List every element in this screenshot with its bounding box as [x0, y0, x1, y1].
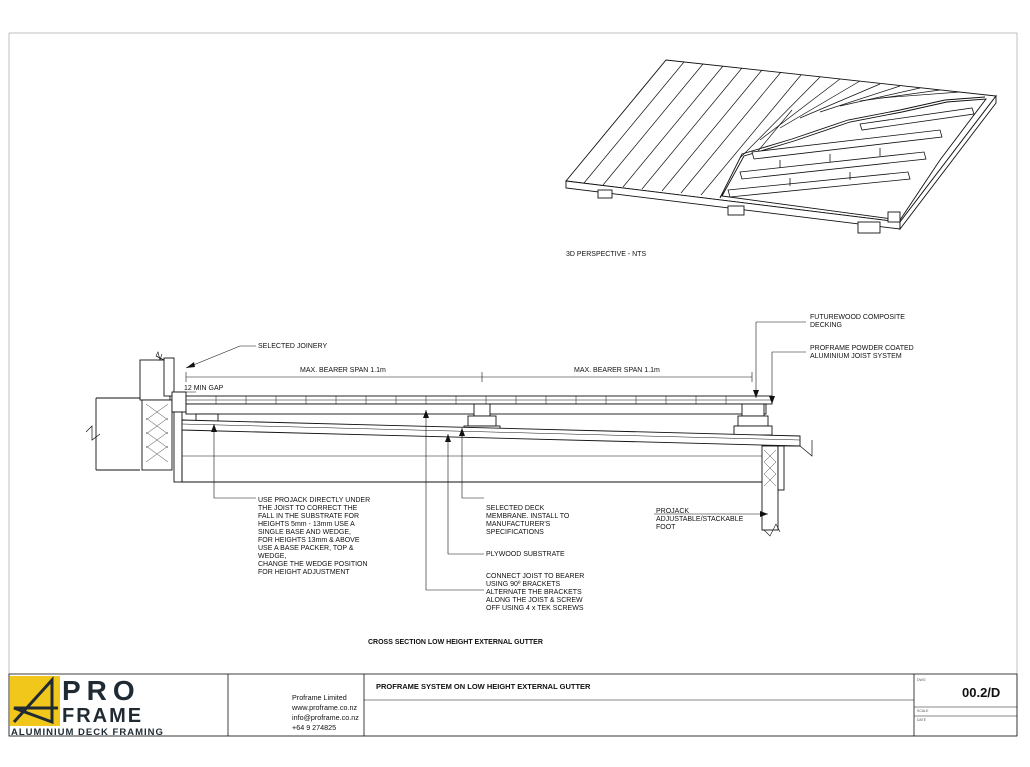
projack-right: [741, 403, 765, 417]
perspective-caption: 3D PERSPECTIVE - NTS: [566, 251, 646, 258]
proframe-logo: PRO FRAME ALUMINIUM DECK FRAMING: [10, 675, 222, 738]
span-label-left: MAX. BEARER SPAN 1.1m: [300, 367, 386, 374]
leader-lines: [185, 321, 806, 591]
leader-arrowheads: [186, 362, 775, 517]
drawing-number-label: DWG: [917, 678, 926, 682]
logo-tagline: ALUMINIUM DECK FRAMING: [11, 727, 164, 738]
gap-label: 12 MIN GAP: [184, 385, 224, 392]
cutaway-edge: [719, 96, 986, 199]
gutter-edge: [761, 445, 779, 531]
perspective-foot: [887, 211, 901, 223]
perspective-foot: [597, 189, 613, 199]
perspective-view: [565, 59, 997, 234]
span-label-right: MAX. BEARER SPAN 1.1m: [574, 367, 660, 374]
cross-section: [85, 321, 813, 591]
perspective-joists: [727, 107, 975, 198]
logo-word-bottom: FRAME: [62, 705, 143, 727]
logo-word-top: PRO: [62, 675, 141, 706]
date-label: DATE: [917, 718, 927, 722]
wall-hatch: [145, 403, 169, 463]
callout-projack-foot: PROJACK ADJUSTABLE/STACKABLE FOOT: [656, 508, 745, 531]
callout-projack-note: USE PROJACK DIRECTLY UNDER THE JOIST TO …: [258, 497, 372, 576]
perspective-foot: [727, 205, 745, 216]
drawing-title: PROFRAME SYSTEM ON LOW HEIGHT EXTERNAL G…: [376, 682, 591, 691]
sill-flashing: [171, 391, 187, 413]
perspective-foot: [857, 221, 881, 234]
scale-label: SCALE: [917, 709, 929, 713]
wall-cladding: [141, 399, 173, 471]
title-block: [8, 673, 1018, 737]
callout-membrane: SELECTED DECK MEMBRANE. INSTALL TO MANUF…: [486, 505, 571, 536]
callout-brackets: CONNECT JOIST TO BEARER USING 90º BRACKE…: [486, 573, 586, 612]
section-title: CROSS SECTION LOW HEIGHT EXTERNAL GUTTER: [368, 639, 543, 646]
drawing-number: 00.2/D: [962, 685, 1000, 700]
decking-board-joints: [215, 396, 727, 404]
deck-side-edge: [899, 94, 997, 231]
callout-decking: FUTUREWOOD COMPOSITE DECKING: [810, 314, 907, 329]
callout-joinery: SELECTED JOINERY: [258, 343, 327, 350]
company-contact: Proframe Limited www.proframe.co.nz info…: [291, 693, 361, 732]
callout-joist-system: PROFRAME POWDER COATED ALUMINIUM JOIST S…: [810, 345, 916, 360]
callout-plywood: PLYWOOD SUBSTRATE: [486, 551, 565, 558]
projack-middle: [473, 403, 491, 417]
